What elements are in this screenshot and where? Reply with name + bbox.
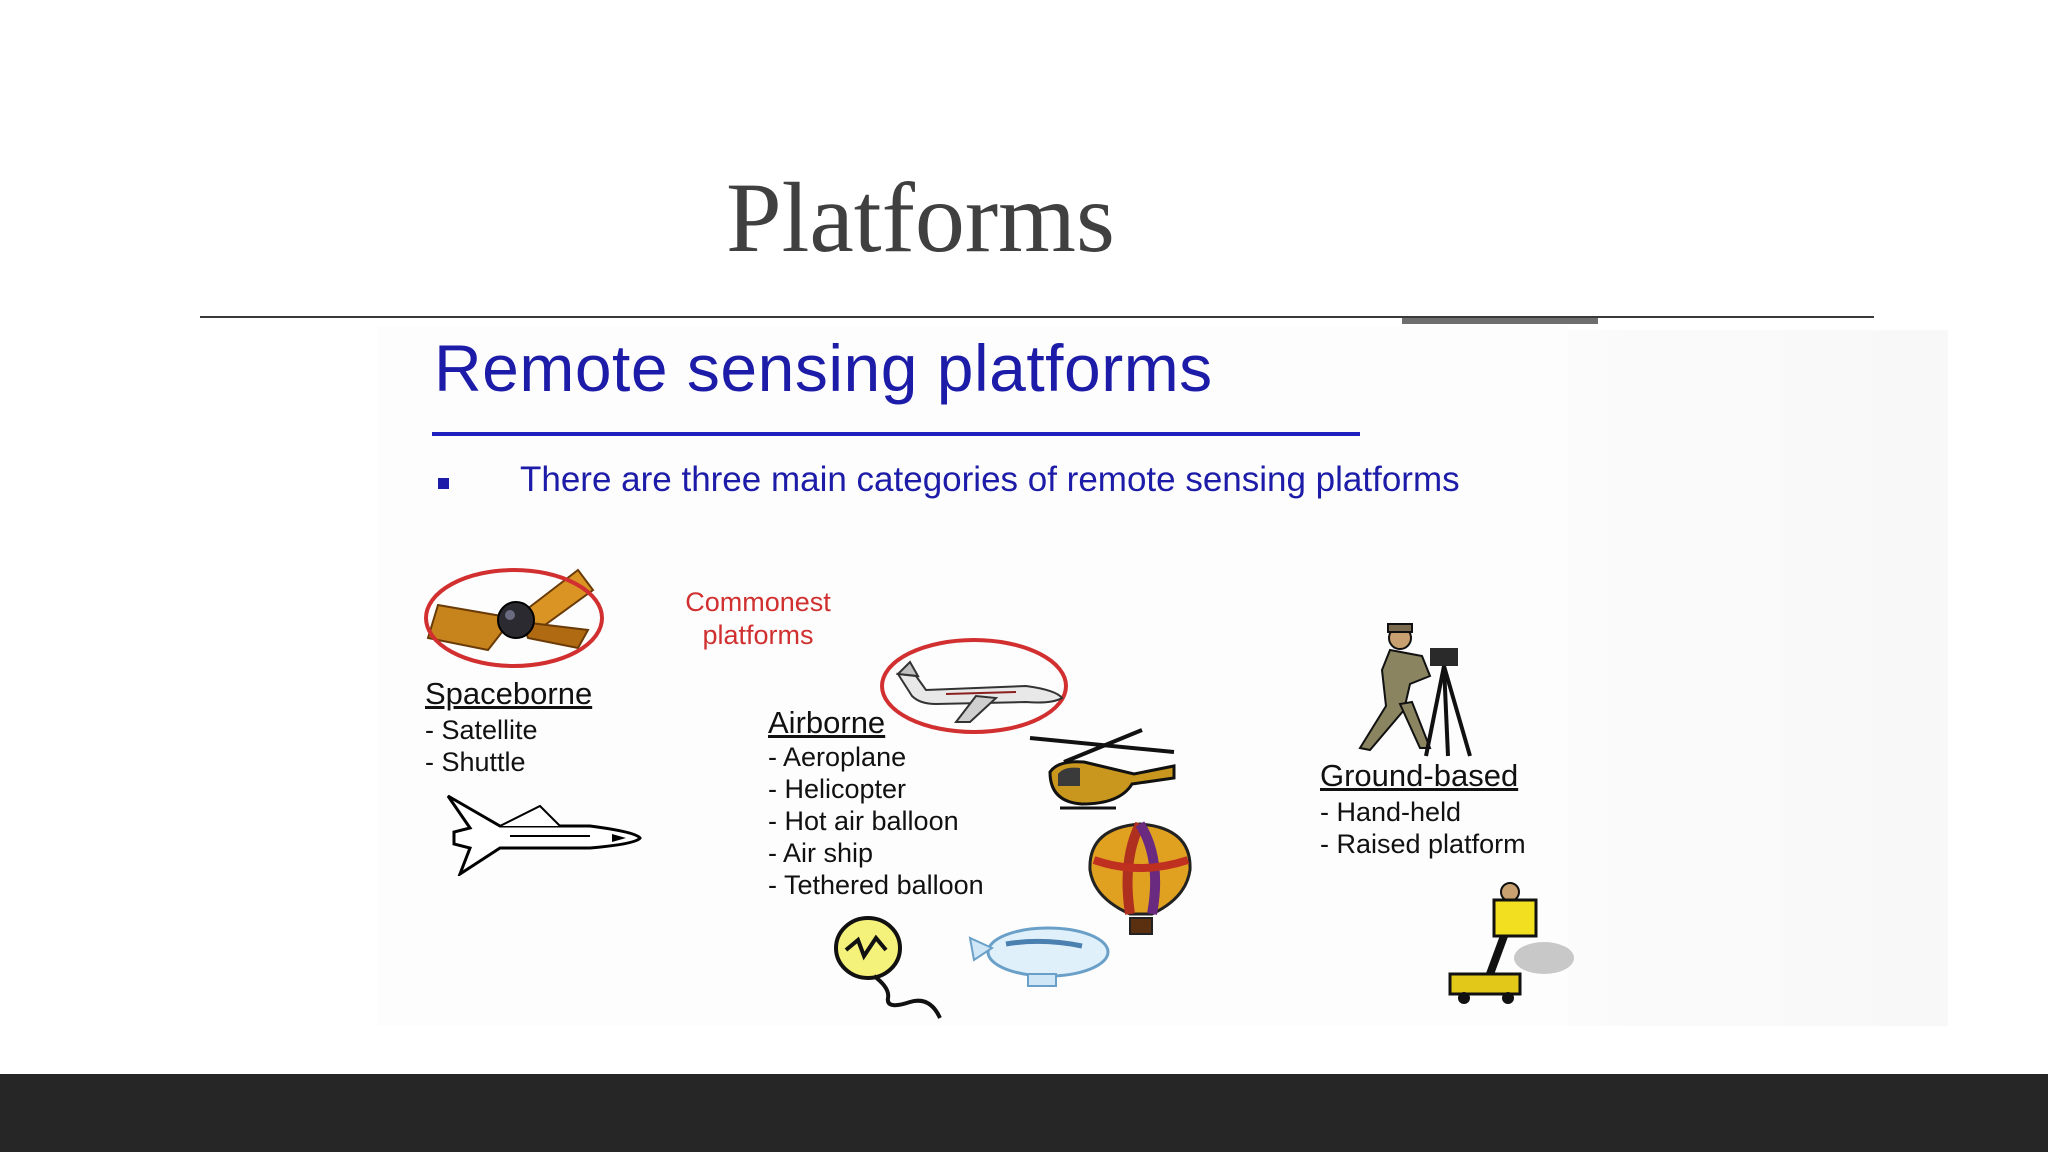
category-title-ground-based: Ground-based <box>1320 758 1519 793</box>
list-item: - Helicopter <box>768 774 907 804</box>
bottom-bar <box>0 1074 2048 1152</box>
bullet-marker <box>438 478 449 489</box>
raised-platform-icon <box>1448 882 1574 1004</box>
list-item: - Raised platform <box>1320 829 1526 859</box>
category-title-spaceborne: Spaceborne <box>425 676 593 711</box>
embedded-slide-margin <box>1568 330 1948 1026</box>
space-shuttle-icon <box>446 794 642 876</box>
category-list-ground-based: - Hand-held - Raised platform <box>1320 796 1526 860</box>
list-item: - Hot air balloon <box>768 806 959 836</box>
commonest-platforms-note: Commonest platforms <box>685 587 831 650</box>
embedded-heading: Remote sensing platforms <box>434 331 1213 405</box>
list-item: - Air ship <box>768 838 874 868</box>
title-divider <box>200 316 1874 318</box>
embedded-slide-image <box>378 326 1568 1026</box>
airship-icon <box>968 926 1110 987</box>
category-list-spaceborne: - Satellite - Shuttle <box>425 714 538 778</box>
helicopter-icon <box>1029 728 1176 810</box>
hot-air-balloon-icon <box>1088 821 1192 935</box>
tethered-balloon-icon <box>834 916 942 1019</box>
bullet-text: There are three main categories of remot… <box>520 460 1460 499</box>
list-item: - Aeroplane <box>768 742 907 772</box>
satellite-icon <box>424 568 604 668</box>
category-title-airborne: Airborne <box>768 705 886 740</box>
title-divider-accent <box>1402 318 1598 324</box>
category-list-airborne: - Aeroplane - Helicopter - Hot air ballo… <box>768 741 984 901</box>
aeroplane-icon <box>880 638 1068 734</box>
list-item: - Satellite <box>425 715 538 745</box>
embedded-heading-rule <box>432 432 1360 436</box>
list-item: - Tethered balloon <box>768 870 984 900</box>
list-item: - Shuttle <box>425 747 526 777</box>
slide-title: Platforms <box>726 162 1115 273</box>
surveyor-icon <box>1358 623 1472 757</box>
list-item: - Hand-held <box>1320 797 1462 827</box>
